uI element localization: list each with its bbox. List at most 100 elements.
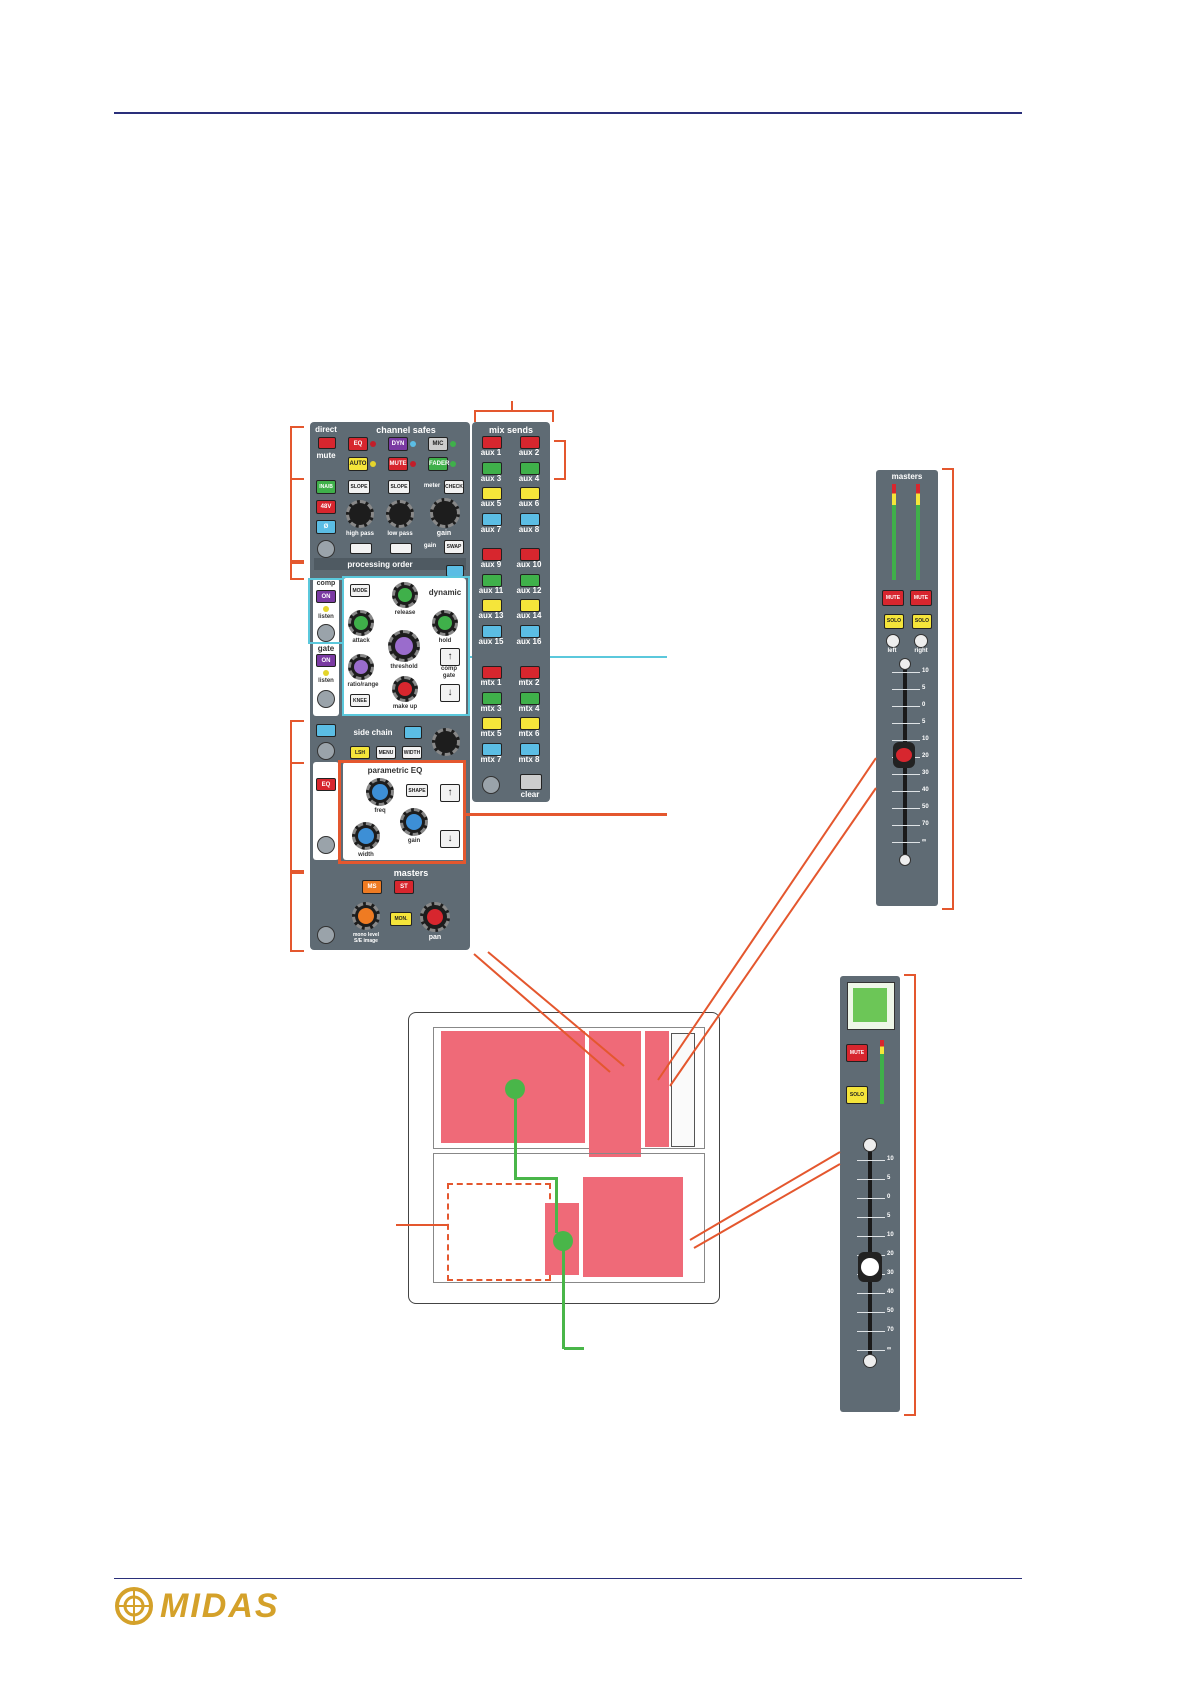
aux-send-button-14[interactable]	[520, 599, 540, 612]
aux-send-label-9: aux 9	[480, 560, 502, 569]
aux-send-button-6[interactable]	[520, 487, 540, 500]
clear-button[interactable]	[520, 774, 542, 790]
hpf-in-button[interactable]	[350, 543, 372, 554]
masters-mute-right-button[interactable]: MUTE	[910, 590, 932, 606]
phantom-48v-button[interactable]: 48V	[316, 500, 336, 514]
ratio-range-knob[interactable]	[348, 654, 374, 680]
comp-gate-down-button[interactable]: ↓	[440, 684, 460, 702]
aux-send-button-10[interactable]	[520, 548, 540, 561]
side-chain-freq-knob[interactable]	[432, 728, 460, 756]
mtx-send-button-8[interactable]	[520, 742, 540, 756]
vca-scale-label: 70	[887, 1327, 894, 1333]
aux-send-label-4: aux 4	[518, 473, 540, 483]
input-ab-button[interactable]: INA/B	[316, 480, 336, 494]
high-pass-knob[interactable]	[346, 500, 374, 528]
side-chain-in-button[interactable]	[404, 726, 422, 739]
check-button[interactable]: CHECK	[444, 480, 464, 494]
side-chain-width-button[interactable]: WIDTH	[402, 746, 422, 759]
input-select-button[interactable]	[317, 540, 335, 558]
lpf-slope-button[interactable]: SLOPE	[388, 480, 410, 494]
aux-send-button-5[interactable]	[482, 487, 502, 500]
lsh-button[interactable]: LSH	[350, 746, 370, 759]
lpf-in-button[interactable]	[390, 543, 412, 554]
aux-send-button-4[interactable]	[520, 461, 540, 475]
eq-highlight-outline	[338, 760, 466, 864]
mtx-send-label-3: mtx 3	[480, 703, 502, 713]
mtx-send-button-6[interactable]	[520, 717, 540, 730]
mix-sends-select-button[interactable]	[482, 776, 500, 794]
release-knob[interactable]	[392, 582, 418, 608]
vca-scale-label: 5	[887, 1175, 891, 1181]
safe-eq-button[interactable]: EQ	[348, 437, 368, 451]
st-button[interactable]: ST	[394, 880, 414, 894]
aux-send-button-8[interactable]	[520, 512, 540, 526]
aux-send-button-3[interactable]	[482, 461, 502, 475]
direct-mute-button[interactable]	[318, 437, 336, 449]
ms-button[interactable]: MS	[362, 880, 382, 894]
pan-knob[interactable]	[420, 902, 450, 932]
masters-left-select-button[interactable]	[886, 634, 900, 648]
masters-select-button[interactable]	[317, 926, 335, 944]
safe-dyn-button[interactable]: DYN	[388, 437, 408, 451]
aux-send-button-2[interactable]	[520, 436, 540, 449]
eq-select-button[interactable]	[317, 836, 335, 854]
masters-solo-right-button[interactable]: SOLO	[912, 614, 932, 629]
aux-send-button-7[interactable]	[482, 512, 502, 526]
comp-on-button[interactable]: ON	[316, 590, 336, 603]
eq-gain-knob[interactable]	[400, 808, 428, 836]
mtx-send-button-1[interactable]	[482, 666, 502, 679]
gate-listen-button[interactable]	[317, 690, 335, 708]
knee-button[interactable]: KNEE	[350, 694, 370, 707]
mtx-send-button-3[interactable]	[482, 691, 502, 705]
mtx-send-button-2[interactable]	[520, 666, 540, 679]
mon-button[interactable]: MON.	[390, 912, 412, 926]
eq-freq-knob[interactable]	[366, 778, 394, 806]
make-up-knob[interactable]	[392, 676, 418, 702]
hold-label: hold	[438, 638, 452, 644]
safe-mic-button[interactable]: MIC	[428, 437, 448, 451]
mtx-send-button-5[interactable]	[482, 717, 502, 730]
mono-level-knob[interactable]	[352, 902, 380, 930]
low-pass-knob[interactable]	[386, 500, 414, 528]
hold-knob[interactable]	[432, 610, 458, 636]
aux-send-button-15[interactable]	[482, 624, 502, 638]
side-chain-listen-button[interactable]	[317, 742, 335, 760]
eq-band-up-button[interactable]: ↑	[440, 784, 460, 802]
aux-send-button-16[interactable]	[520, 624, 540, 638]
threshold-knob[interactable]	[388, 630, 420, 662]
aux-send-button-13[interactable]	[482, 599, 502, 612]
processing-order-bar	[314, 558, 466, 570]
swap-button[interactable]: SWAP	[444, 540, 464, 554]
mtx-send-button-4[interactable]	[520, 691, 540, 705]
safe-mute-button[interactable]: MUTE	[388, 457, 408, 471]
menu-button[interactable]: MENU	[376, 746, 396, 759]
vca-solo-button[interactable]: SOLO	[846, 1086, 868, 1104]
gain-knob[interactable]	[430, 498, 460, 528]
dyn-mode-button[interactable]: MODE	[350, 584, 370, 597]
masters-mute-left-button[interactable]: MUTE	[882, 590, 904, 606]
eq-shape-button[interactable]: SHAPE	[406, 784, 428, 797]
eq-in-button[interactable]: EQ	[316, 778, 336, 791]
safe-fader-button[interactable]: FADER	[428, 457, 449, 471]
safe-auto-button[interactable]: AUTO	[348, 457, 368, 471]
aux-send-button-1[interactable]	[482, 436, 502, 449]
comp-listen-button[interactable]	[317, 624, 335, 642]
midas-logo: MIDAS	[114, 1586, 344, 1626]
side-chain-select-button[interactable]	[316, 724, 336, 737]
mtx-send-button-7[interactable]	[482, 742, 502, 756]
comp-gate-up-button[interactable]: ↑	[440, 648, 460, 666]
eq-width-knob[interactable]	[352, 822, 380, 850]
aux-send-button-12[interactable]	[520, 573, 540, 587]
vca-mute-button[interactable]: MUTE	[846, 1044, 868, 1062]
aux-send-button-11[interactable]	[482, 573, 502, 587]
masters-right-select-button[interactable]	[914, 634, 928, 648]
hpf-slope-button[interactable]: SLOPE	[348, 480, 370, 494]
attack-knob[interactable]	[348, 610, 374, 636]
phase-button[interactable]: Ø	[316, 520, 336, 534]
eq-band-down-button[interactable]: ↓	[440, 830, 460, 848]
masters-solo-left-button[interactable]: SOLO	[884, 614, 904, 629]
aux-send-button-9[interactable]	[482, 548, 502, 561]
gate-on-button[interactable]: ON	[316, 654, 336, 667]
vca-scale-label: 20	[887, 1251, 894, 1257]
green-marker-bottom	[553, 1231, 573, 1251]
